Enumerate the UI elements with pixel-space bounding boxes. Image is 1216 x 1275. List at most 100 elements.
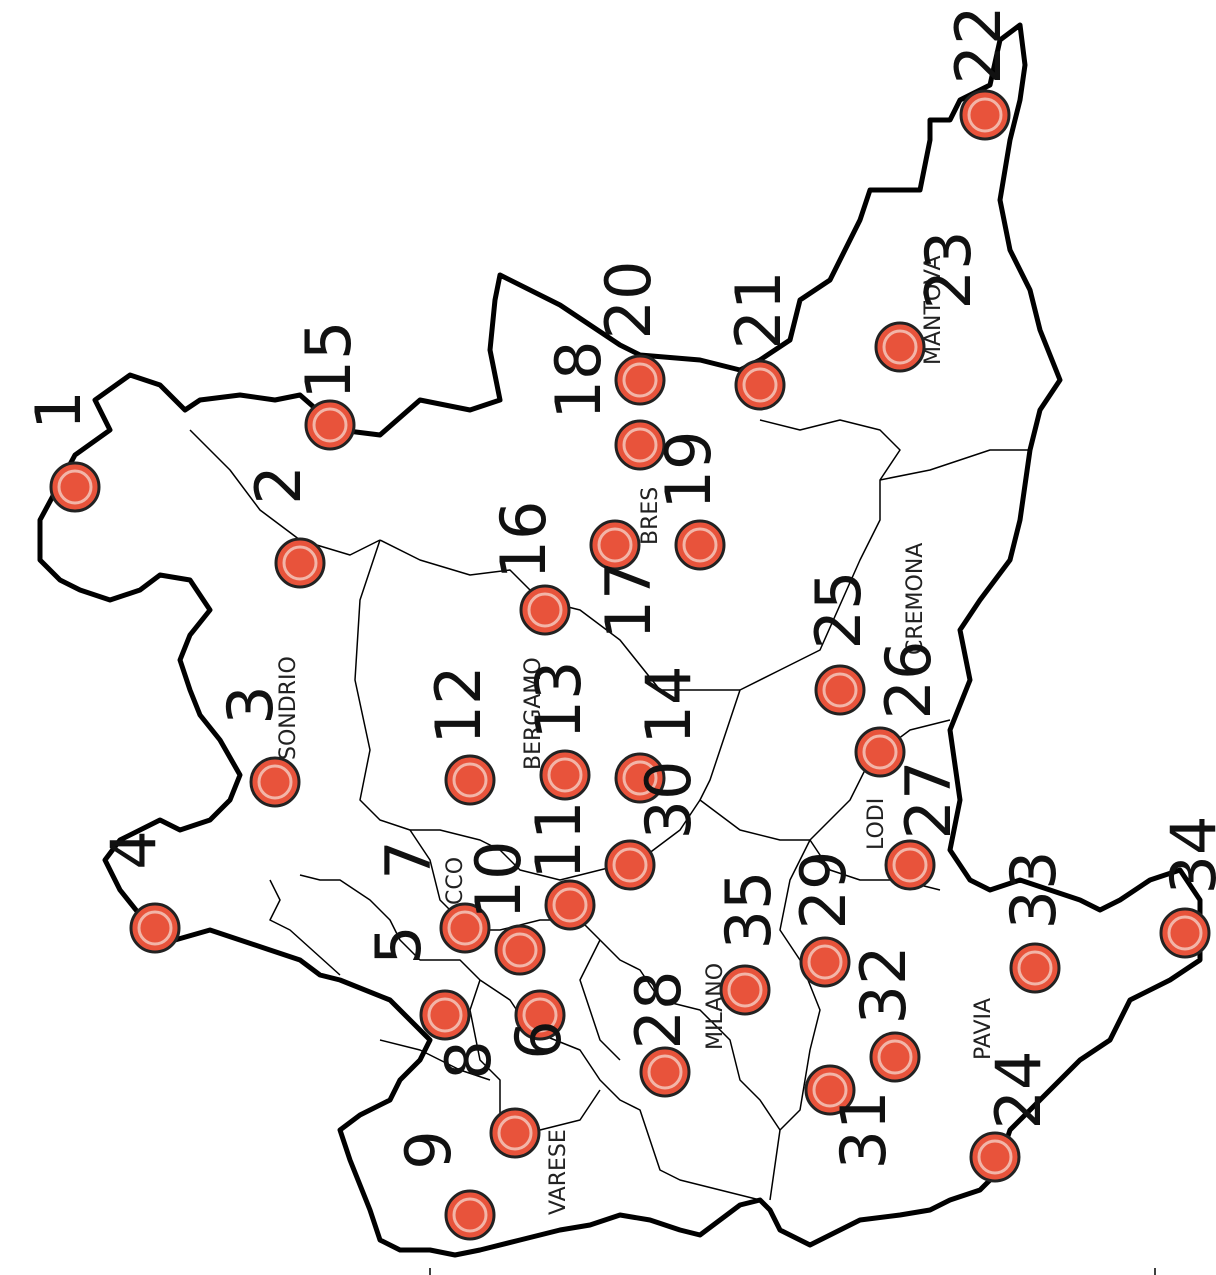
site-marker[interactable] <box>494 924 546 976</box>
site-marker[interactable] <box>129 902 181 954</box>
marker-number-label: 2 <box>242 465 315 504</box>
province-boundary <box>879 449 1030 481</box>
marker-number-label: 3 <box>214 685 287 724</box>
site-marker[interactable] <box>589 519 641 571</box>
marker-number-label: 8 <box>432 1040 505 1079</box>
marker-number-label: 7 <box>372 840 445 879</box>
marker-ring <box>822 672 858 708</box>
marker-number-label: 34 <box>1157 816 1216 895</box>
marker-ring <box>1167 915 1203 951</box>
marker-ring <box>497 1115 533 1151</box>
province-boundary <box>379 1039 491 1081</box>
marker-number-label: 26 <box>872 641 945 720</box>
site-marker[interactable] <box>614 354 666 406</box>
marker-number-label: 35 <box>712 871 785 950</box>
region-label-lodi: LODI <box>864 798 889 850</box>
site-marker[interactable] <box>439 902 491 954</box>
site-marker[interactable] <box>614 419 666 471</box>
province-boundary <box>269 879 341 976</box>
marker-number-label: 5 <box>362 925 435 964</box>
site-marker[interactable] <box>444 754 496 806</box>
marker-ring <box>137 910 173 946</box>
marker-number-label: 18 <box>542 341 615 420</box>
site-marker[interactable] <box>49 461 101 513</box>
marker-number-label: 27 <box>892 761 965 840</box>
site-marker[interactable] <box>799 936 851 988</box>
region-label-brescia: BRES <box>638 487 663 545</box>
site-marker[interactable] <box>639 1046 691 1098</box>
marker-ring <box>447 910 483 946</box>
site-marker[interactable] <box>969 1131 1021 1183</box>
site-marker[interactable] <box>884 839 936 891</box>
region-label-lecco: CCO <box>443 857 468 905</box>
site-marker[interactable] <box>959 89 1011 141</box>
marker-ring <box>282 545 318 581</box>
marker-ring <box>622 427 658 463</box>
marker-ring <box>257 764 293 800</box>
region-label-pavia: PAVIA <box>971 998 996 1060</box>
marker-number-label: 25 <box>802 571 875 650</box>
marker-ring <box>812 1072 848 1108</box>
marker-number-label: 23 <box>912 231 985 310</box>
site-marker[interactable] <box>854 726 906 778</box>
marker-ring <box>647 1054 683 1090</box>
marker-ring <box>452 1197 488 1233</box>
site-marker[interactable] <box>519 584 571 636</box>
marker-number-label: 14 <box>632 666 705 745</box>
site-marker[interactable] <box>1159 907 1211 959</box>
province-boundary <box>579 939 621 1061</box>
marker-layer <box>49 89 1211 1241</box>
site-marker[interactable] <box>514 989 566 1041</box>
marker-ring <box>622 362 658 398</box>
marker-number-label: 24 <box>982 1051 1055 1130</box>
marker-ring <box>527 592 563 628</box>
marker-number-label: 6 <box>502 1020 575 1059</box>
site-marker[interactable] <box>814 664 866 716</box>
marker-ring <box>612 847 648 883</box>
marker-ring <box>807 944 843 980</box>
marker-ring <box>967 97 1003 133</box>
site-marker[interactable] <box>874 321 926 373</box>
province-boundary <box>189 429 381 556</box>
site-marker[interactable] <box>304 399 356 451</box>
marker-number-label: 4 <box>97 830 170 869</box>
province-boundary <box>299 874 481 981</box>
marker-ring <box>57 469 93 505</box>
site-marker[interactable] <box>614 752 666 804</box>
site-marker[interactable] <box>249 756 301 808</box>
marker-ring <box>552 887 588 923</box>
marker-ring <box>502 932 538 968</box>
marker-number-label: 17 <box>592 561 665 640</box>
marker-ring <box>597 527 633 563</box>
marker-ring <box>862 734 898 770</box>
site-marker[interactable] <box>719 964 771 1016</box>
site-marker[interactable] <box>274 537 326 589</box>
site-marker[interactable] <box>734 359 786 411</box>
marker-ring <box>427 997 463 1033</box>
site-marker[interactable] <box>869 1031 921 1083</box>
site-marker[interactable] <box>489 1107 541 1159</box>
site-marker[interactable] <box>1009 942 1061 994</box>
province-boundary <box>469 979 601 1131</box>
marker-ring <box>682 527 718 563</box>
region-label-varese: VARESE <box>546 1129 571 1215</box>
marker-number-label: 22 <box>942 6 1015 85</box>
marker-number-label: 33 <box>997 851 1070 930</box>
site-marker[interactable] <box>419 989 471 1041</box>
region-label-sondrio: SONDRIO <box>276 656 301 760</box>
site-marker[interactable] <box>804 1064 856 1116</box>
marker-number-label: 13 <box>522 661 595 740</box>
province-boundary <box>354 539 411 831</box>
site-marker[interactable] <box>544 879 596 931</box>
site-marker[interactable] <box>539 749 591 801</box>
site-marker[interactable] <box>444 1189 496 1241</box>
marker-ring <box>877 1039 913 1075</box>
site-marker[interactable] <box>674 519 726 571</box>
marker-number-label: 9 <box>392 1130 465 1169</box>
site-marker[interactable] <box>604 839 656 891</box>
marker-number-label: 21 <box>722 271 795 350</box>
marker-ring <box>452 762 488 798</box>
marker-number-label: 28 <box>622 971 695 1050</box>
